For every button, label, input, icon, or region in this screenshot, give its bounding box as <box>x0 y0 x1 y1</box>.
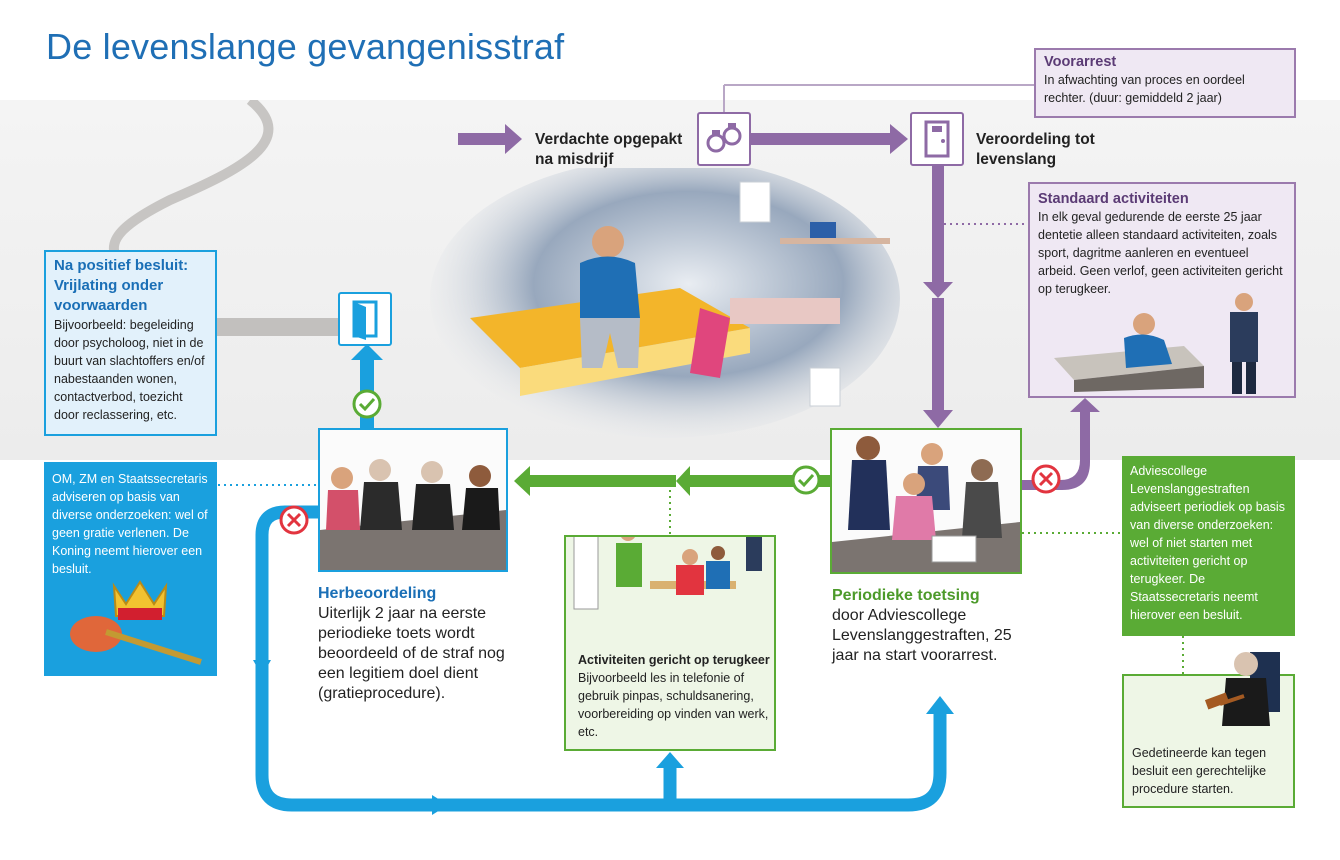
release-text: Bijvoorbeeld: begeleiding door psycholoo… <box>54 318 205 422</box>
voorarrest-heading: Voorarrest <box>1044 54 1117 70</box>
open-door-icon <box>338 292 392 346</box>
road-illustration <box>108 100 274 257</box>
release-heading: Na positief besluit: Vrijlating onder vo… <box>54 257 189 314</box>
activiteiten-heading: Activiteiten gericht op terugkeer <box>578 653 770 667</box>
prison-cell-illustration <box>430 168 900 438</box>
voorarrest-text: In afwachting van proces en oordeel rech… <box>1044 73 1245 105</box>
voorarrest-box: Voorarrest In afwachting van proces en o… <box>1034 48 1296 118</box>
check-icon <box>352 389 382 419</box>
om-advice-text: OM, ZM en Staatssecretaris adviseren op … <box>52 472 208 576</box>
crown-scepter-icon <box>70 580 202 665</box>
periodieke-toetsing-caption: Periodieke toetsing door Adviescollege L… <box>832 586 1032 666</box>
herbeoordeling-caption: Herbeoordeling Uiterlijk 2 jaar na eerst… <box>318 584 518 704</box>
activiteiten-box: Activiteiten gericht op terugkeer Bijvoo… <box>564 535 776 751</box>
cross-icon <box>279 505 309 535</box>
classroom-illustration <box>573 537 762 610</box>
cross-icon <box>1031 464 1061 494</box>
cell-door-icon <box>910 112 964 166</box>
adviescollege-box: Adviescollege Levenslanggestraften advis… <box>1122 456 1295 636</box>
handcuffs-icon <box>697 112 751 166</box>
herbeoordeling-photo <box>318 428 508 572</box>
standaard-text: In elk geval gedurende de eerste 25 jaar… <box>1038 210 1283 296</box>
periodieke-heading: Periodieke toetsing <box>832 587 980 604</box>
herbeoordeling-heading: Herbeoordeling <box>318 585 437 602</box>
adviescollege-text: Adviescollege Levenslanggestraften advis… <box>1130 464 1285 622</box>
periodieke-toetsing-photo <box>830 428 1022 574</box>
inmate-working-illustration <box>1054 293 1258 394</box>
activiteiten-text: Bijvoorbeeld les in telefonie of gebruik… <box>578 671 769 739</box>
periodieke-text: door Adviescollege Levenslanggestraften,… <box>832 607 1012 664</box>
activiteiten-caption: Activiteiten gericht op terugkeer Bijvoo… <box>578 651 770 741</box>
judge-gavel-illustration <box>1204 652 1280 726</box>
standaard-activiteiten-box: Standaard activiteiten In elk geval gedu… <box>1028 182 1296 398</box>
release-box: Na positief besluit: Vrijlating onder vo… <box>44 250 217 436</box>
gedetineerde-box: Gedetineerde kan tegen besluit een gerec… <box>1122 652 1295 808</box>
check-icon <box>791 465 821 495</box>
herbeoordeling-text: Uiterlijk 2 jaar na eerste periodieke to… <box>318 605 505 702</box>
page-title: De levenslange gevangenisstraf <box>46 26 565 67</box>
step-arrest-label: Verdachte opgepakt na misdrijf <box>535 131 683 168</box>
step-conviction-label: Veroordeling tot levenslang <box>976 131 1095 168</box>
standaard-heading: Standaard activiteiten <box>1038 191 1189 207</box>
gedetineerde-text: Gedetineerde kan tegen besluit een gerec… <box>1132 746 1267 796</box>
om-advice-box: OM, ZM en Staatssecretaris adviseren op … <box>44 462 217 676</box>
